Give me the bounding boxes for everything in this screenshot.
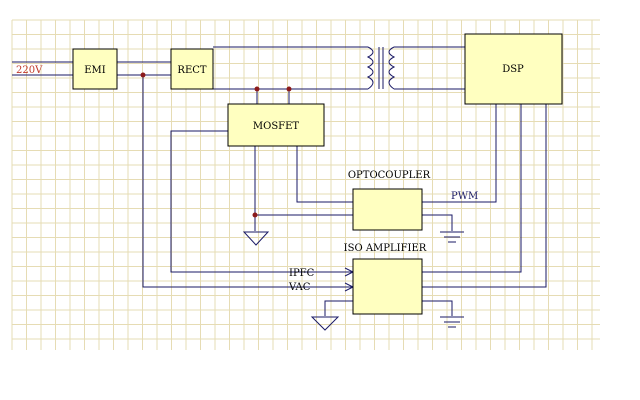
pwm-label: PWM <box>451 191 478 202</box>
iso-input-arrows <box>344 267 355 292</box>
rect-label: RECT <box>177 65 206 76</box>
mosfet-block: MOSFET <box>227 103 325 147</box>
junction-dot <box>254 86 260 92</box>
ground-symbol-iso-left <box>310 316 340 331</box>
ground-symbol-iso-right <box>440 316 464 328</box>
transformer-symbol <box>366 46 396 90</box>
vac-label: VAC <box>288 282 311 293</box>
junction-dot <box>286 86 292 92</box>
rect-block: RECT <box>170 48 214 90</box>
input-voltage-label: 220V <box>16 65 43 76</box>
optocoupler-label: OPTOCOUPLER <box>348 170 431 181</box>
dsp-block: DSP <box>464 33 563 105</box>
mosfet-label: MOSFET <box>253 121 300 132</box>
junction-dot <box>140 72 146 78</box>
emi-block: EMI <box>72 48 118 90</box>
emi-label: EMI <box>84 65 106 76</box>
junction-dots <box>140 72 292 218</box>
junction-dot <box>252 212 258 218</box>
ipfc-label: IPFC <box>289 268 315 279</box>
iso-amplifier-label: ISO AMPLIFIER <box>344 243 427 254</box>
dsp-label: DSP <box>502 64 524 75</box>
optocoupler-block: OPTOCOUPLER <box>348 170 431 231</box>
ground-symbol-optocoupler <box>440 231 464 243</box>
ground-symbol-mosfet <box>242 231 270 246</box>
iso-amplifier-block: ISO AMPLIFIER <box>344 243 427 315</box>
